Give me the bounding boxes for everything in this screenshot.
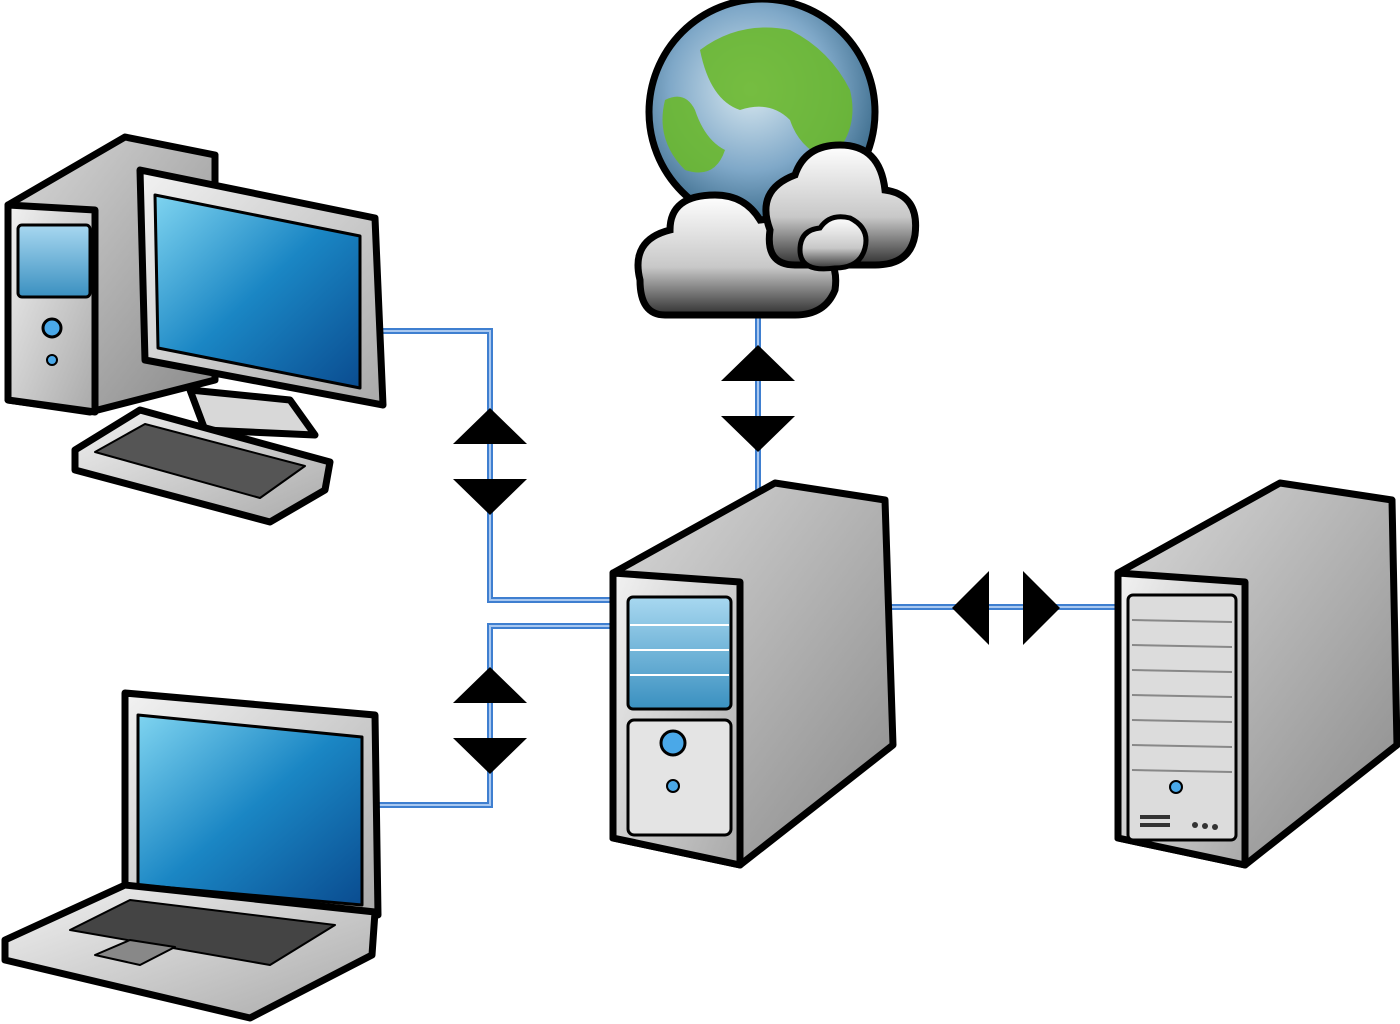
arrow-up-icon [453,667,527,703]
arrow-up-icon [721,345,795,381]
link-laptop-server [378,623,614,808]
laptop-icon [1,689,382,1022]
arrow-down-icon [453,479,527,515]
arrow-left-icon [952,571,989,645]
arrow-down-icon [453,738,527,774]
server-rack-icon [1114,479,1400,869]
link-desktop-server [380,328,614,603]
desktop-computer-icon [4,133,387,526]
arrow-down-icon [721,416,795,452]
arrows [453,345,1060,774]
arrow-up-icon [453,408,527,444]
globe-cloud-icon [634,0,920,319]
server-tower-icon [609,479,897,869]
arrow-right-icon [1023,571,1060,645]
